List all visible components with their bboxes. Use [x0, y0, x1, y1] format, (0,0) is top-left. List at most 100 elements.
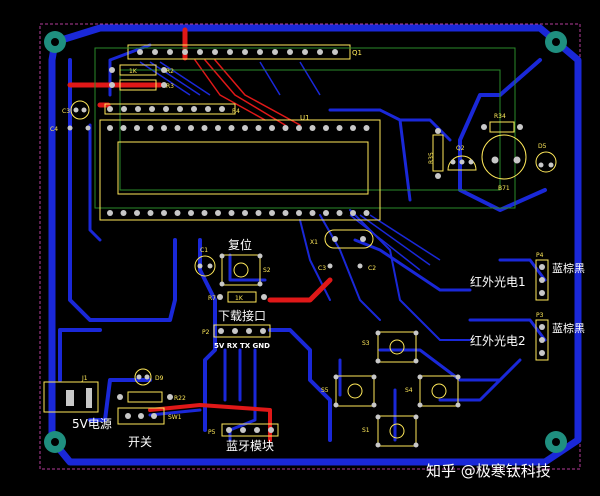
- mcu-pin: [201, 210, 208, 216]
- header-p5-bluetooth: P5: [208, 423, 279, 437]
- lcd-inner-outline: [119, 69, 501, 191]
- mcu-pin: [147, 210, 154, 216]
- svg-text:P2: P2: [202, 329, 210, 336]
- mcu-pin: [215, 125, 221, 131]
- button-s1: S1: [362, 414, 419, 448]
- label-blue-black-1: 蓝棕黑: [552, 261, 585, 275]
- watermark: 知乎 @极寒钛科技: [426, 462, 551, 480]
- switch-sw1: SW1: [117, 407, 182, 425]
- mcu-pin: [282, 210, 289, 216]
- svg-text:C3: C3: [62, 108, 70, 115]
- mcu-pin: [269, 210, 275, 216]
- mcu-pin: [107, 210, 113, 216]
- resistor-r2: 1K R2: [109, 64, 174, 76]
- svg-text:C3: C3: [318, 265, 326, 272]
- mcu-pin: [363, 125, 370, 131]
- svg-text:R7: R7: [208, 295, 216, 302]
- resistor-network-r4: R4: [104, 103, 240, 115]
- mcu-pin: [188, 125, 194, 131]
- label-ir-sensor-1: 红外光电1: [470, 274, 526, 289]
- mcu-pin: [242, 125, 248, 131]
- svg-text:Q2: Q2: [456, 145, 465, 152]
- mcu-pin: [255, 210, 262, 216]
- mcu-pin: [228, 125, 235, 131]
- button-s5: S5: [321, 374, 377, 408]
- label-bluetooth-module: 蓝牙模块: [226, 439, 274, 453]
- label-download-port: 下载接口: [218, 308, 266, 323]
- mcu-pin: [336, 125, 343, 131]
- header-p3-ir2: P3: [535, 312, 549, 361]
- header-p4-ir1: P4: [535, 252, 549, 301]
- mcu-pin: [255, 125, 262, 131]
- svg-text:1K: 1K: [129, 68, 138, 75]
- svg-text:P5: P5: [208, 429, 216, 436]
- label-blue-black-2: 蓝棕黑: [552, 321, 585, 335]
- mcu-pin: [201, 125, 208, 131]
- mcu-pin: [309, 210, 316, 216]
- mcu-pin: [215, 210, 221, 216]
- fanout-traces: [139, 61, 441, 271]
- svg-text:D5: D5: [538, 143, 547, 150]
- transistor-q2: Q2: [447, 145, 477, 171]
- mcu-pin: [296, 125, 302, 131]
- power-jack-j1: J1: [43, 375, 99, 413]
- mcu-pin: [363, 210, 370, 216]
- svg-text:C2: C2: [368, 265, 376, 272]
- mcu-pin: [161, 210, 167, 216]
- mcu-pin: [350, 210, 356, 216]
- mcu-pin: [350, 125, 356, 131]
- button-s4: S4: [405, 374, 461, 408]
- led-d5: D5: [535, 143, 557, 173]
- svg-text:D9: D9: [155, 375, 164, 382]
- capacitor-c1: C1: [194, 247, 216, 277]
- mount-holes: [44, 31, 567, 453]
- svg-text:S2: S2: [263, 267, 271, 274]
- crystal-x1: X1: [310, 229, 374, 249]
- mcu-pin: [323, 210, 329, 216]
- mcu-pin: [174, 125, 181, 131]
- header-p2-download: P2: [202, 324, 271, 338]
- mcu-pin: [296, 210, 302, 216]
- svg-text:C1: C1: [200, 247, 208, 254]
- buzzer-b71: B71: [481, 134, 527, 192]
- resistor-r7: 1K R7: [208, 291, 267, 303]
- svg-text:X1: X1: [310, 239, 318, 246]
- svg-text:S3: S3: [362, 340, 370, 347]
- label-p2-pins: 5V RX TX GND: [214, 342, 270, 350]
- svg-text:S1: S1: [362, 427, 370, 434]
- label-switch: 开关: [128, 435, 152, 449]
- svg-text:R4: R4: [232, 108, 240, 115]
- mcu-pin: [174, 210, 181, 216]
- mcu-pin: [242, 210, 248, 216]
- mcu-pin: [309, 125, 316, 131]
- svg-text:R22: R22: [174, 395, 186, 402]
- svg-text:R3: R3: [166, 83, 174, 90]
- mcu-pin: [188, 210, 194, 216]
- designator-q1: Q1: [352, 49, 362, 57]
- mcu-pin: [336, 210, 343, 216]
- label-power-5v: 5V电源: [72, 417, 112, 431]
- mcu-pin: [269, 125, 275, 131]
- lcd-outline: [94, 47, 516, 209]
- header-q1: Q1: [127, 44, 362, 60]
- mcu-pin: [120, 210, 127, 216]
- label-reset: 复位: [228, 237, 252, 252]
- svg-text:U1: U1: [300, 114, 310, 122]
- mcu-pin: [228, 210, 235, 216]
- board-outline: [39, 23, 581, 470]
- svg-text:B71: B71: [498, 185, 510, 192]
- capacitor-c3: C3: [62, 100, 90, 120]
- svg-text:P3: P3: [536, 312, 544, 319]
- mcu-pin: [147, 125, 154, 131]
- mcu-u1: U1: [99, 114, 381, 221]
- svg-text:R34: R34: [494, 113, 506, 120]
- resistor-r3: R3: [109, 79, 174, 91]
- mcu-pin: [134, 125, 140, 131]
- svg-text:P4: P4: [536, 252, 544, 259]
- svg-text:S5: S5: [321, 387, 329, 394]
- button-s2-reset: S2: [219, 253, 271, 287]
- svg-text:R2: R2: [166, 68, 174, 75]
- resistor-r34: R34: [481, 113, 523, 133]
- resistor-r22: R22: [117, 391, 186, 403]
